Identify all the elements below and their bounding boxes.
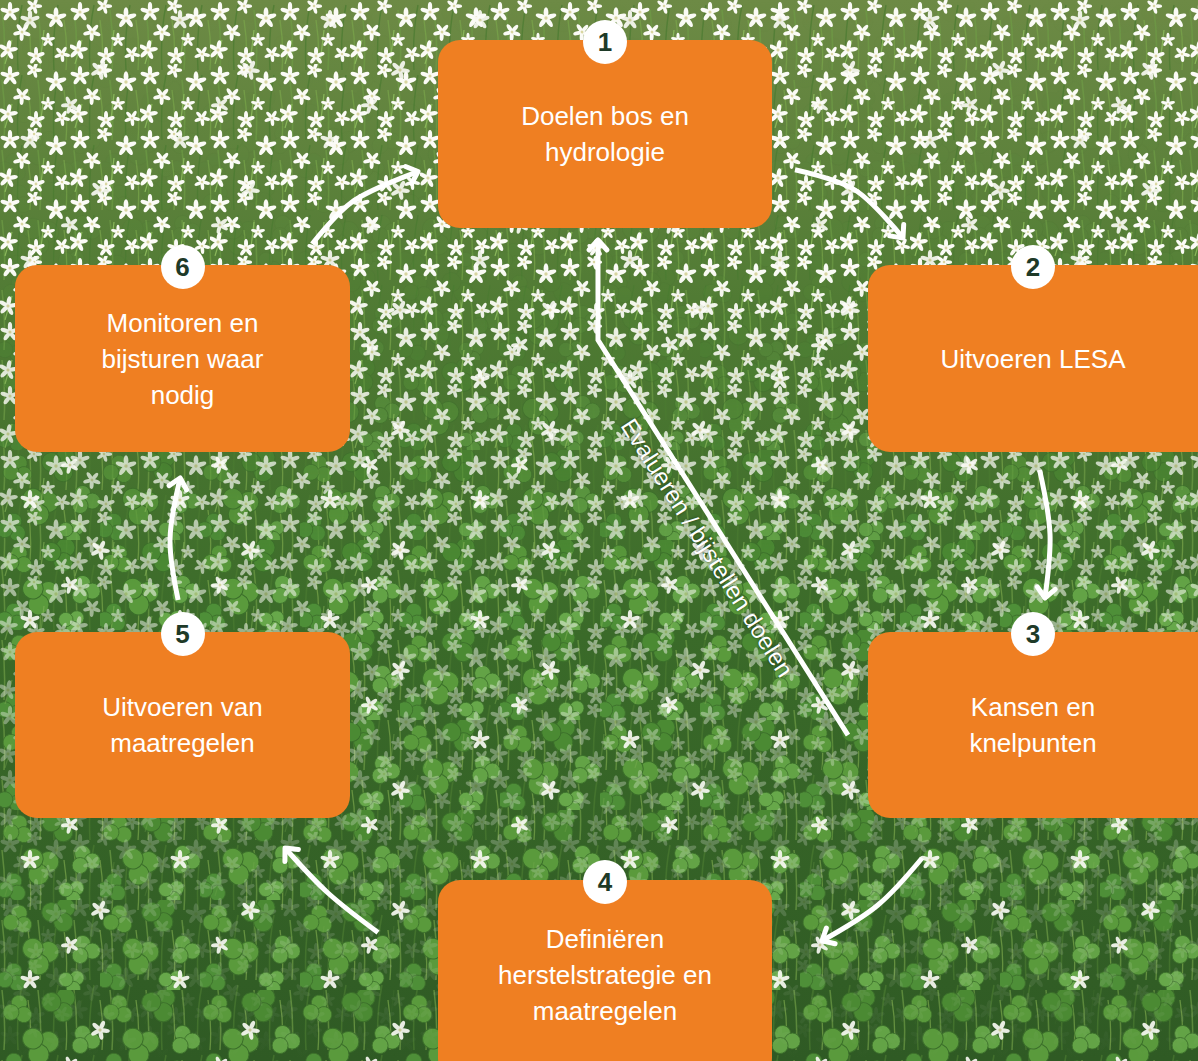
process-box: 4Definiëren herstelstrategie en maatrege… (438, 880, 772, 1061)
box-label: Monitoren en bijsturen waar nodig (75, 305, 290, 413)
process-box: 3Kansen en knelpunten (868, 632, 1198, 818)
callout-number: 2 (1011, 245, 1055, 289)
process-box: 5Uitvoeren van maatregelen (15, 632, 350, 818)
box-label: Uitvoeren van maatregelen (75, 689, 290, 761)
callout-number: 4 (583, 860, 627, 904)
box-label: Kansen en knelpunten (926, 689, 1141, 761)
callout-number: 6 (161, 245, 205, 289)
callout-number: 1 (583, 20, 627, 64)
box-label: Doelen bos en hydrologie (498, 98, 713, 170)
process-box: 1Doelen bos en hydrologie (438, 40, 772, 228)
flow-arrow (312, 172, 418, 244)
box-label: Definiëren herstelstrategie en maatregel… (498, 921, 713, 1029)
flow-arrow (795, 170, 903, 238)
callout-number: 3 (1011, 612, 1055, 656)
callout-number: 5 (161, 612, 205, 656)
flow-arrow (285, 848, 378, 932)
process-box: 6Monitoren en bijsturen waar nodig (15, 265, 350, 452)
box-label: Uitvoeren LESA (941, 341, 1126, 377)
flow-arrow (170, 478, 180, 600)
flow-arrow (1040, 470, 1050, 598)
process-box: 2Uitvoeren LESA (868, 265, 1198, 452)
flow-arrow (598, 240, 848, 735)
flow-arrow (822, 858, 922, 941)
